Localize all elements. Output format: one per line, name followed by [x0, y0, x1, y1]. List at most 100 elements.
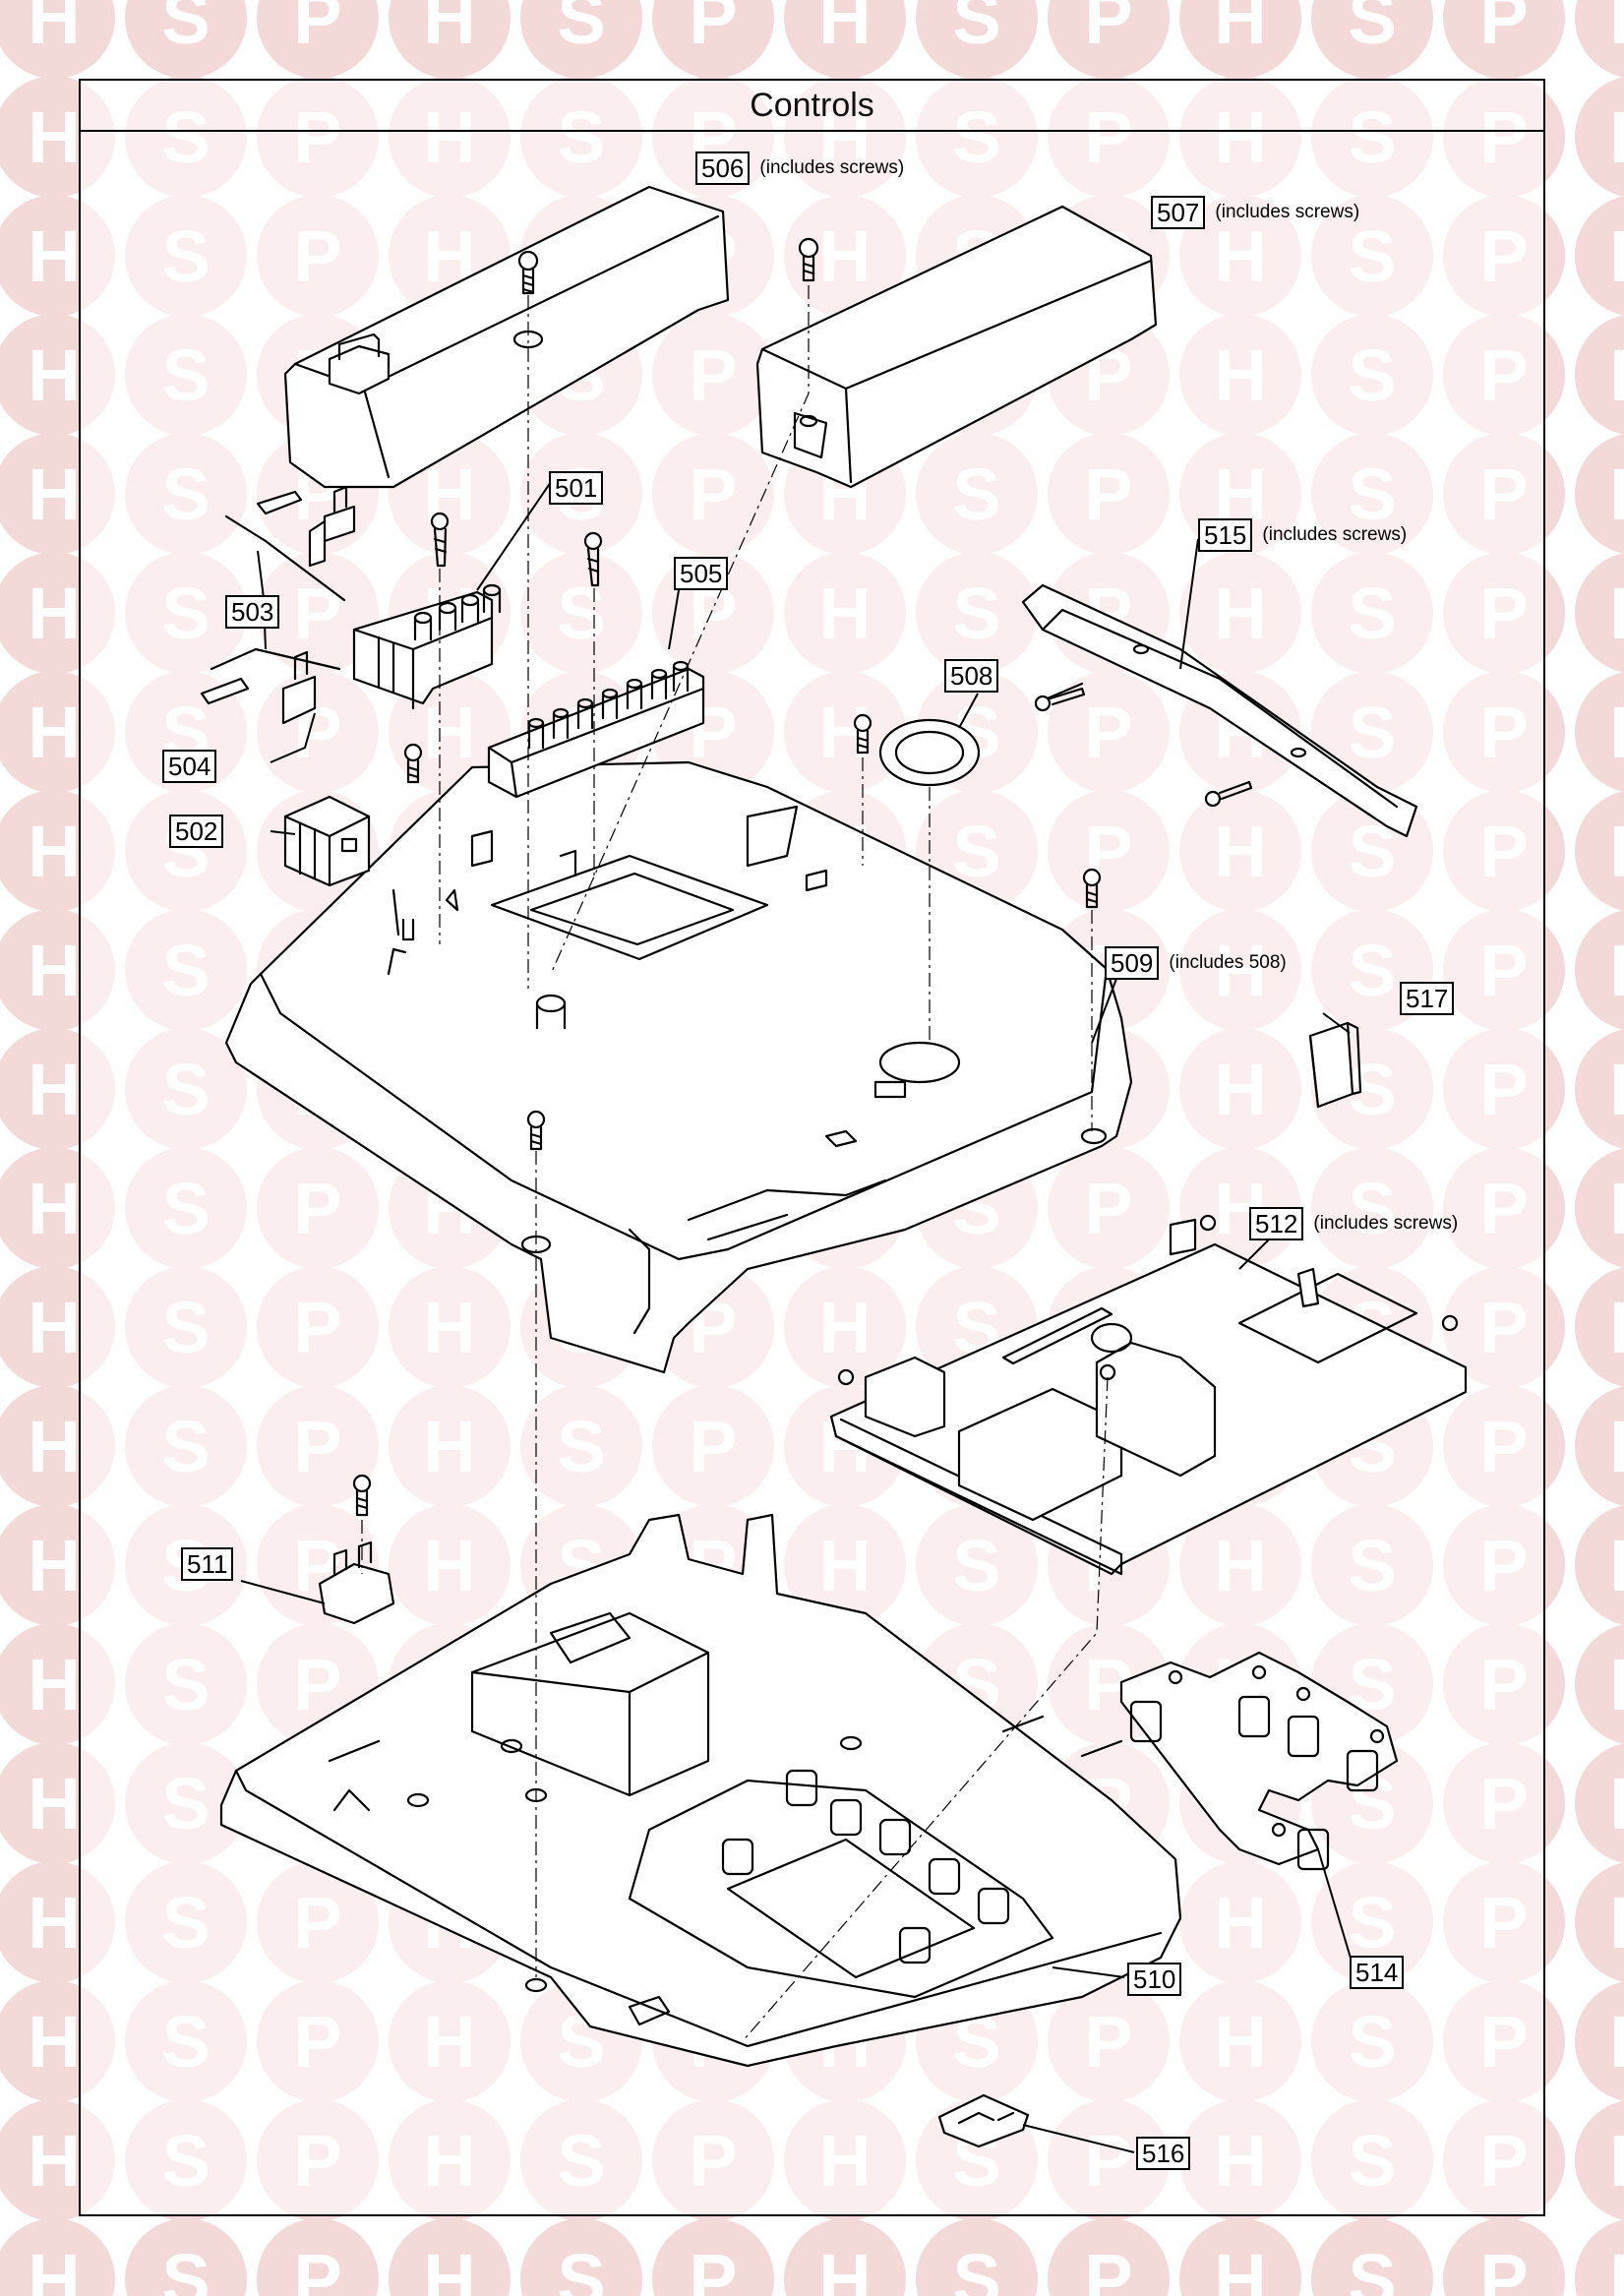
watermark-letter: H [1609, 2239, 1624, 2296]
watermark-letter: H [1609, 453, 1624, 535]
pcb-512 [829, 1214, 1468, 1576]
watermark-circle [1179, 2218, 1301, 2296]
watermark-circle [1311, 2218, 1433, 2296]
part-number: 515 [1198, 518, 1253, 552]
callout-512: 512 (includes screws) [1249, 1207, 1458, 1240]
watermark-circle [1575, 1267, 1624, 1387]
watermark-circle [1575, 2219, 1624, 2296]
part-number: 516 [1136, 2137, 1191, 2170]
watermark-letter: P [689, 0, 737, 59]
watermark-circle [1575, 1148, 1624, 1268]
cover-507 [755, 205, 1158, 489]
watermark-letter: H [28, 215, 80, 297]
watermark-letter: H [1609, 1168, 1624, 1249]
watermark-circle [1575, 672, 1624, 792]
watermark-circle [520, 0, 642, 79]
watermark-circle [1179, 0, 1301, 79]
watermark-letter: H [1609, 1525, 1624, 1606]
watermark-letter: H [818, 2239, 871, 2296]
watermark-circle [1575, 1386, 1624, 1506]
watermark-letter: P [689, 2239, 737, 2296]
part-number: 501 [549, 471, 604, 505]
watermark-circle [125, 2218, 247, 2296]
watermark-letter: H [1609, 930, 1624, 1011]
cover-506 [283, 185, 730, 489]
watermark-circle [0, 0, 115, 79]
fuse-holder-503 [200, 485, 356, 725]
callout-502: 502 [169, 815, 224, 848]
callout-516: 516 [1136, 2137, 1191, 2170]
watermark-letter: H [28, 573, 80, 654]
watermark-circle [1575, 1029, 1624, 1149]
watermark-letter: H [28, 692, 80, 773]
callout-509: 509 (includes 508) [1105, 946, 1287, 980]
watermark-circle [784, 0, 906, 79]
watermark-circle [1575, 2100, 1624, 2220]
watermark-letter: H [28, 930, 80, 1011]
base-510 [219, 1513, 1182, 2068]
watermark-circle [916, 2218, 1038, 2296]
watermark-letter: H [1214, 0, 1266, 59]
watermark-circle [257, 0, 379, 79]
callout-508: 508 [944, 659, 999, 693]
watermark-letter: H [28, 1049, 80, 1130]
part-number: 505 [674, 557, 729, 590]
bracket-515 [1021, 583, 1418, 838]
watermark-letter: H [1609, 692, 1624, 773]
watermark-letter: H [28, 0, 80, 59]
callout-503: 503 [225, 595, 280, 629]
screw-506 [517, 250, 539, 295]
watermark-letter: S [952, 0, 1000, 59]
watermark-circle [0, 2218, 115, 2296]
page-title: Controls [81, 81, 1543, 132]
watermark-circle [1048, 2218, 1170, 2296]
part-number: 502 [169, 815, 224, 848]
part-note: (includes 508) [1169, 952, 1287, 973]
watermark-letter: H [1609, 215, 1624, 297]
watermark-circle [1311, 0, 1433, 79]
watermark-circle [1575, 1624, 1624, 1744]
part-517 [1308, 1021, 1362, 1109]
watermark-letter: H [1609, 0, 1624, 59]
watermark-letter: H [28, 1882, 80, 1964]
part-number: 503 [225, 595, 280, 629]
connector-502 [283, 795, 371, 887]
watermark-letter: H [28, 2239, 80, 2296]
watermark-letter: H [1609, 1287, 1624, 1368]
watermark-circle [1575, 910, 1624, 1030]
watermark-circle [1575, 315, 1624, 435]
watermark-circle [784, 2218, 906, 2296]
watermark-circle [389, 0, 511, 79]
watermark-letter: H [28, 96, 80, 178]
watermark-letter: H [1609, 2001, 1624, 2083]
terminal-strip-505 [487, 660, 705, 799]
watermark-letter: P [1479, 2239, 1528, 2296]
watermark-letter: H [1609, 1882, 1624, 1964]
watermark-letter: H [423, 0, 475, 59]
part-number: 514 [1350, 1956, 1405, 1989]
part-number: 506 [695, 151, 751, 185]
watermark-letter: H [28, 1525, 80, 1606]
watermark-letter: H [1609, 1763, 1624, 1844]
part-number: 511 [181, 1547, 234, 1581]
grommet-508 [878, 718, 981, 787]
watermark-letter: P [1084, 2239, 1132, 2296]
watermark-letter: H [28, 334, 80, 416]
watermark-letter: S [161, 0, 210, 59]
watermark-letter: H [28, 1763, 80, 1844]
watermark-letter: P [1479, 0, 1528, 59]
callout-506: 506 (includes screws) [695, 151, 904, 185]
watermark-circle [1575, 77, 1624, 197]
part-number: 509 [1105, 946, 1160, 980]
watermark-circle [1575, 1981, 1624, 2101]
watermark-letter: H [28, 453, 80, 535]
watermark-circle [1575, 196, 1624, 316]
watermark-letter: H [28, 1406, 80, 1487]
watermark-letter: H [1609, 2120, 1624, 2202]
watermark-letter: H [1609, 1049, 1624, 1130]
lid-509 [224, 760, 1133, 1374]
watermark-circle [125, 0, 247, 79]
part-note: (includes screws) [1215, 202, 1360, 222]
part-note: (includes screws) [1262, 524, 1408, 545]
